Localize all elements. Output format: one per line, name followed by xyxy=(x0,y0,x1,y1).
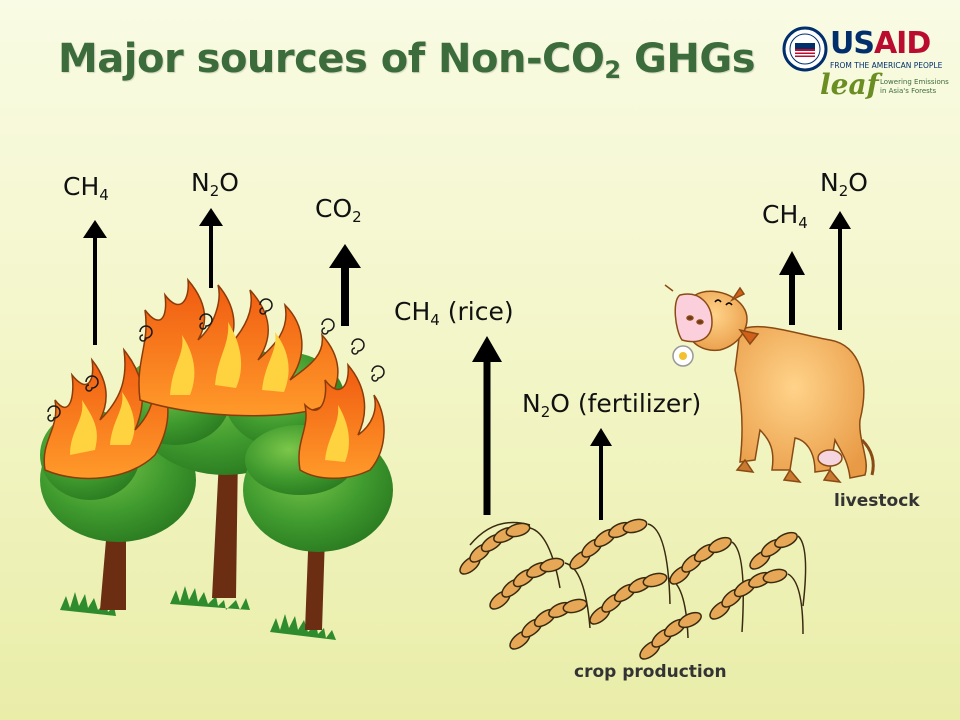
livestock-n2o-base: N xyxy=(820,168,839,197)
forest-co2-base: CO xyxy=(315,194,353,223)
forest-ch4-label: CH4 xyxy=(63,172,109,204)
livestock-n2o-tail: O xyxy=(848,168,868,197)
fert-n2o-base: N xyxy=(522,389,541,418)
page-title: Major sources of Non-CO2 GHGs xyxy=(58,36,756,84)
forest-n2o-base: N xyxy=(191,168,210,197)
crop-production-caption: crop production xyxy=(574,662,727,682)
usaid-leaf-logo: USAID FROM THE AMERICAN PEOPLE leaf Lowe… xyxy=(780,20,950,101)
forest-n2o-label: N2O xyxy=(191,168,239,200)
livestock-n2o-arrow xyxy=(829,211,851,330)
livestock-ch4-base: CH xyxy=(762,200,799,229)
livestock-ch4-arrow xyxy=(779,251,805,325)
leaf-tagline-line1: Lowering Emissions xyxy=(880,78,949,86)
rice-ch4-label: CH4 (rice) xyxy=(394,297,514,329)
title-tail: GHGs xyxy=(620,36,755,82)
usaid-aid: AID xyxy=(873,26,931,61)
rice-ch4-arrow xyxy=(472,336,502,515)
usaid-seal-icon xyxy=(782,26,828,72)
cow-illustration xyxy=(664,284,875,483)
flames xyxy=(43,277,385,480)
usaid-wordmark: USAID xyxy=(830,26,931,61)
rice-ch4-tail: (rice) xyxy=(439,297,514,326)
forest-n2o-arrow xyxy=(199,208,223,288)
leaf-tagline-line2: in Asia's Forests xyxy=(880,87,937,95)
forest-co2-arrow xyxy=(329,244,361,326)
rice-ch4-base: CH xyxy=(394,297,431,326)
crop-stalks xyxy=(459,518,807,660)
forest-co2-label: CO2 xyxy=(315,194,362,226)
forest-co2-sub: 2 xyxy=(352,208,362,226)
daisy-icon xyxy=(672,345,694,367)
livestock-ch4-label: CH4 xyxy=(762,200,808,232)
fert-n2o-tail: O (fertilizer) xyxy=(550,389,702,418)
title-main: Major sources of Non-CO xyxy=(58,36,605,82)
forest-n2o-tail: O xyxy=(219,168,239,197)
fert-n2o-sub: 2 xyxy=(540,403,551,421)
livestock-n2o-label: N2O xyxy=(820,168,868,200)
usaid-tagline: FROM THE AMERICAN PEOPLE xyxy=(830,61,943,70)
livestock-ch4-sub: 4 xyxy=(798,214,808,232)
forest-ch4-base: CH xyxy=(63,172,100,201)
usaid-us: US xyxy=(830,26,875,61)
livestock-n2o-sub: 2 xyxy=(838,182,849,200)
forest-n2o-sub: 2 xyxy=(209,182,220,200)
fertilizer-n2o-arrow xyxy=(590,428,612,520)
leaf-wordmark: leaf xyxy=(820,68,879,101)
fertilizer-n2o-label: N2O (fertilizer) xyxy=(522,389,701,421)
livestock-caption: livestock xyxy=(834,491,920,511)
title-subscript: 2 xyxy=(604,56,621,84)
forest-ch4-sub: 4 xyxy=(99,186,109,204)
forest-ch4-arrow xyxy=(83,220,107,345)
rice-ch4-sub: 4 xyxy=(430,311,440,329)
